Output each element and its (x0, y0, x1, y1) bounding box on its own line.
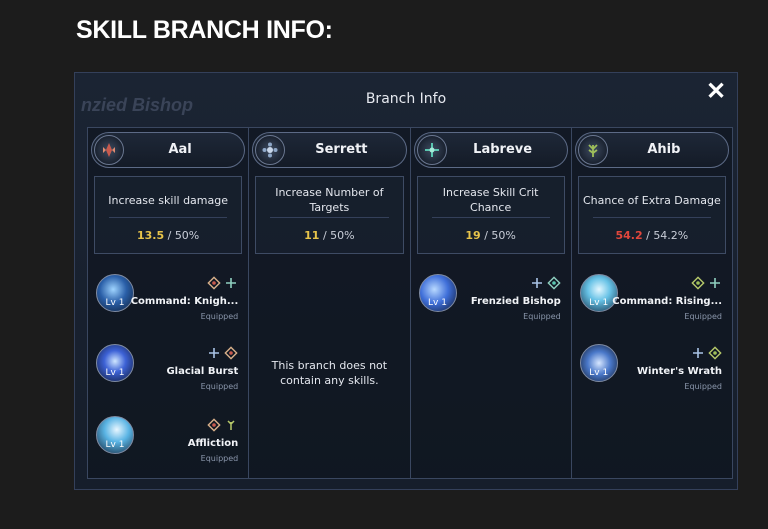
skill-name: Affliction (187, 438, 239, 449)
branch-tab-aal[interactable]: Aal (91, 132, 246, 168)
branch-name: Labreve (473, 142, 533, 157)
skill-status: Equipped (200, 312, 239, 321)
diamond-emblem-icon (224, 346, 238, 360)
skill-entry[interactable]: Lv 1 Affliction Equipped (92, 414, 242, 466)
diamond-emblem-icon (207, 418, 221, 432)
branch-description: Increase Skill Crit Chance (442, 186, 539, 214)
skill-name: Command: Rising... (612, 296, 722, 307)
skill-entry[interactable]: Lv 1 Winter's Wrath Equipped (576, 342, 726, 394)
skill-level: Lv 1 (105, 368, 125, 378)
skill-level: Lv 1 (589, 368, 609, 378)
stat-current: 13.5 (136, 229, 165, 242)
diamond-emblem-icon (691, 276, 705, 290)
branch-tab-labreve[interactable]: Labreve (413, 132, 568, 168)
stat-max: 50% (491, 229, 516, 242)
skill-name: Winter's Wrath (637, 366, 722, 377)
skill-level: Lv 1 (428, 298, 447, 308)
skill-branch-badges (207, 418, 238, 432)
divider (109, 217, 228, 218)
skill-icon[interactable]: Lv 1 (579, 274, 618, 312)
skill-entry[interactable]: Lv 1 Glacial Burst Equipped (92, 342, 242, 394)
branch-info-dialog: nzied Bishop Branch Info ✕ Aal Increase … (74, 72, 738, 490)
branch-column-ahib: Ahib Chance of Extra Damage 54.2 / 54.2%… (572, 128, 732, 478)
aal-emblem-icon (94, 135, 124, 165)
skill-name: Frenzied Bishop (470, 296, 561, 307)
cross-emblem-icon (691, 346, 705, 360)
skill-branch-badges (691, 346, 722, 360)
skill-level: Lv 1 (105, 298, 125, 308)
diamond-emblem-icon (708, 346, 722, 360)
cross-emblem-icon (530, 276, 544, 290)
skill-level: Lv 1 (589, 298, 609, 308)
branch-stat-value: 54.2 / 54.2% (615, 229, 689, 242)
skill-status: Equipped (200, 382, 239, 391)
skill-icon[interactable]: Lv 1 (96, 274, 134, 312)
branch-description: Chance of Extra Damage (583, 193, 721, 207)
stat-max: 50% (330, 229, 355, 242)
branch-name: Serrett (315, 142, 368, 157)
serrett-emblem-icon (255, 135, 286, 165)
branch-description: Increase skill damage (108, 193, 228, 207)
stat-current: 11 (304, 229, 320, 242)
skill-status: Equipped (684, 382, 722, 391)
branch-stat-value: 13.5 / 50% (136, 229, 200, 242)
branch-description: Increase Number of Targets (275, 186, 384, 214)
branch-stat-box: Chance of Extra Damage 54.2 / 54.2% (577, 176, 726, 254)
skill-status: Equipped (523, 312, 561, 321)
branch-column-labreve: Labreve Increase Skill Crit Chance 19 / … (411, 128, 572, 478)
branch-column-serrett: Serrett Increase Number of Targets 11 / … (249, 128, 411, 478)
diamond-emblem-icon (207, 276, 221, 290)
branch-column-aal: Aal Increase skill damage 13.5 / 50% Lv … (88, 128, 250, 478)
empty-branch-message: This branch does not contain any skills. (271, 359, 388, 387)
skill-entry[interactable]: Lv 1 Command: Knigh... Equipped (92, 272, 242, 324)
page-heading: SKILL BRANCH INFO: (76, 16, 333, 44)
skill-entry[interactable]: Lv 1 Frenzied Bishop Equipped (415, 272, 565, 324)
stat-current: 19 (465, 229, 481, 242)
dialog-title: Branch Info (365, 91, 447, 107)
branch-stat-box: Increase Number of Targets 11 / 50% (255, 176, 404, 254)
close-icon[interactable]: ✕ (705, 78, 727, 105)
stat-current: 54.2 (615, 229, 643, 242)
labreve-emblem-icon (416, 135, 447, 165)
skill-branch-badges (691, 276, 722, 290)
cross-emblem-icon (207, 346, 221, 360)
stat-max: 50% (174, 229, 200, 242)
branch-stat-value: 11 / 50% (304, 229, 355, 242)
diamond-emblem-icon (547, 276, 561, 290)
skill-icon[interactable]: Lv 1 (96, 344, 134, 382)
branch-columns: Aal Increase skill damage 13.5 / 50% Lv … (87, 127, 733, 479)
skill-branch-badges (207, 276, 238, 290)
ahib-emblem-icon (577, 135, 608, 165)
background-skill-title: nzied Bishop (81, 95, 193, 115)
stat-max: 54.2% (653, 229, 689, 242)
divider (592, 217, 711, 218)
skill-name: Glacial Burst (166, 366, 239, 377)
skill-status: Equipped (200, 454, 239, 463)
branch-name: Ahib (647, 142, 681, 157)
branch-stat-box: Increase skill damage 13.5 / 50% (94, 176, 243, 254)
cross-emblem-icon (708, 276, 722, 290)
skill-level: Lv 1 (105, 440, 125, 450)
branch-stat-value: 19 / 50% (465, 229, 516, 242)
branch-tab-ahib[interactable]: Ahib (574, 132, 729, 168)
branch-stat-box: Increase Skill Crit Chance 19 / 50% (416, 176, 565, 254)
branch-tab-serrett[interactable]: Serrett (252, 132, 407, 168)
cross-emblem-icon (224, 276, 238, 290)
skill-icon[interactable]: Lv 1 (96, 416, 134, 454)
skill-icon[interactable]: Lv 1 (418, 274, 457, 312)
skill-branch-badges (530, 276, 561, 290)
divider (270, 217, 389, 218)
branch-name: Aal (168, 142, 192, 157)
skill-name: Command: Knigh... (130, 296, 239, 307)
skill-icon[interactable]: Lv 1 (579, 344, 618, 382)
divider (431, 217, 550, 218)
skill-status: Equipped (684, 312, 722, 321)
skill-branch-badges (207, 346, 238, 360)
skill-entry[interactable]: Lv 1 Command: Rising... Equipped (576, 272, 726, 324)
plant-emblem-icon (224, 418, 238, 432)
